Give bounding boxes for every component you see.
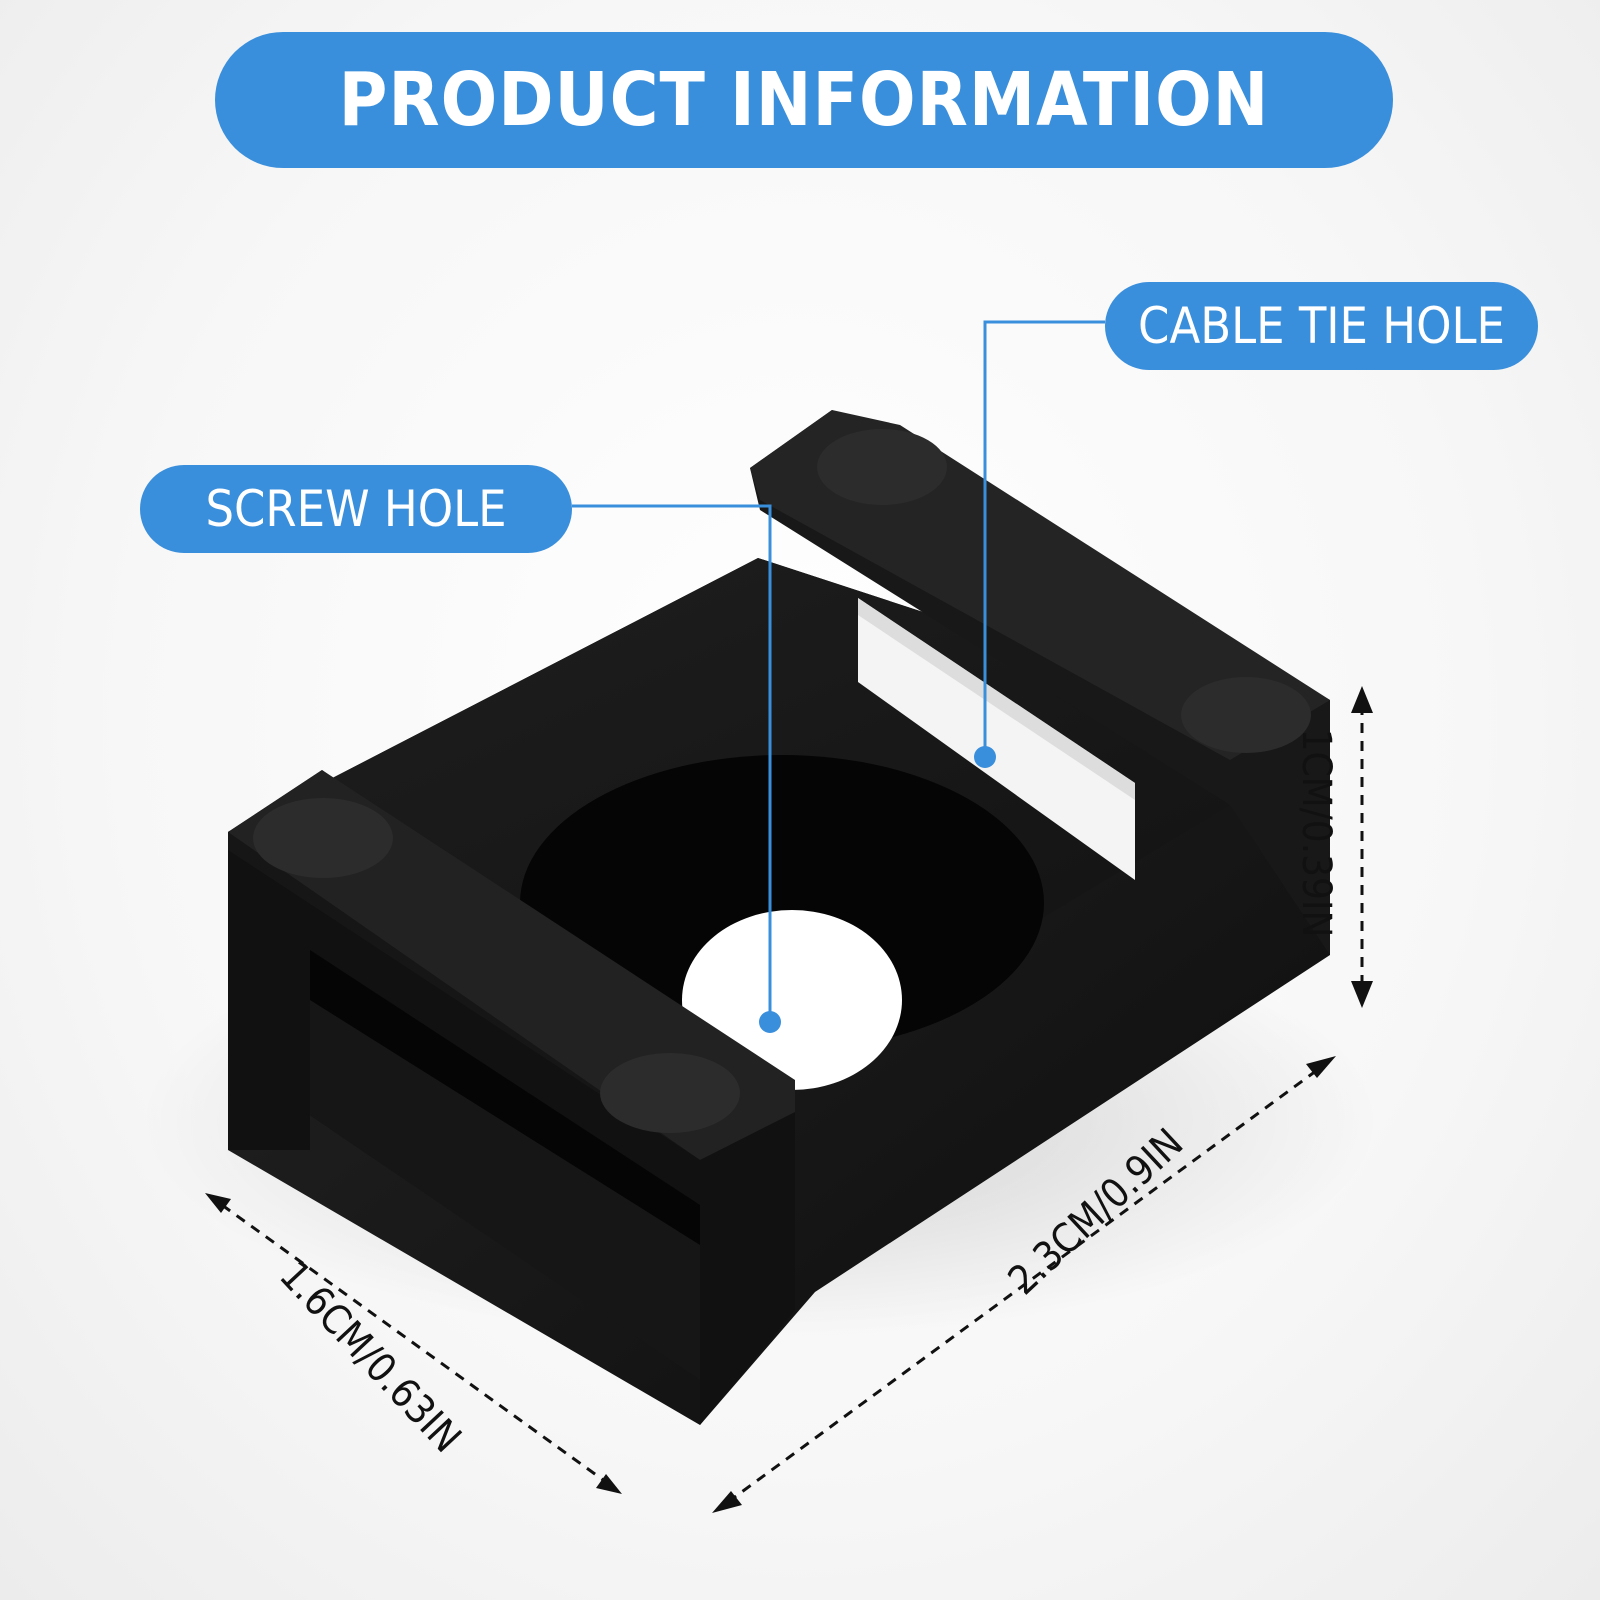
depth-arrow-bottom-icon bbox=[596, 1474, 622, 1494]
rail-pad-left-front bbox=[600, 1053, 740, 1133]
dimension-lines bbox=[205, 686, 1373, 1513]
depth-dimension-line bbox=[221, 1203, 607, 1484]
width-dimension-line bbox=[727, 1066, 1321, 1504]
cable-tie-hole-marker bbox=[974, 746, 996, 768]
screw-hole-label: SCREW HOLE bbox=[140, 465, 572, 553]
cable-tie-hole-label: CABLE TIE HOLE bbox=[1105, 282, 1538, 370]
left-rail-channel bbox=[310, 950, 700, 1245]
height-arrow-bottom-icon bbox=[1351, 981, 1373, 1008]
cable-tie-mount bbox=[228, 410, 1330, 1425]
depth-arrow-top-icon bbox=[205, 1193, 231, 1213]
height-dimension-label: 1CM/0.39IN bbox=[1293, 728, 1339, 938]
rail-pad-right-back bbox=[817, 429, 947, 505]
callout-lines bbox=[572, 320, 1105, 1033]
rail-pad-right-front bbox=[1181, 677, 1311, 753]
screw-hole-marker bbox=[759, 1011, 781, 1033]
rail-pad-left-back bbox=[253, 798, 393, 878]
page-title: PRODUCT INFORMATION bbox=[215, 32, 1393, 168]
cable-tie-hole-edge bbox=[858, 598, 1135, 800]
cable-tie-hole bbox=[858, 598, 1135, 880]
cable-tie-hole-leader bbox=[983, 320, 1105, 757]
width-arrow-right-icon bbox=[1306, 1056, 1336, 1078]
screw-hole-leader bbox=[572, 504, 772, 1022]
width-arrow-left-icon bbox=[712, 1491, 742, 1513]
height-arrow-top-icon bbox=[1351, 686, 1373, 713]
left-rail-front bbox=[228, 850, 795, 1425]
screw-hole-countersink bbox=[520, 755, 1044, 1051]
